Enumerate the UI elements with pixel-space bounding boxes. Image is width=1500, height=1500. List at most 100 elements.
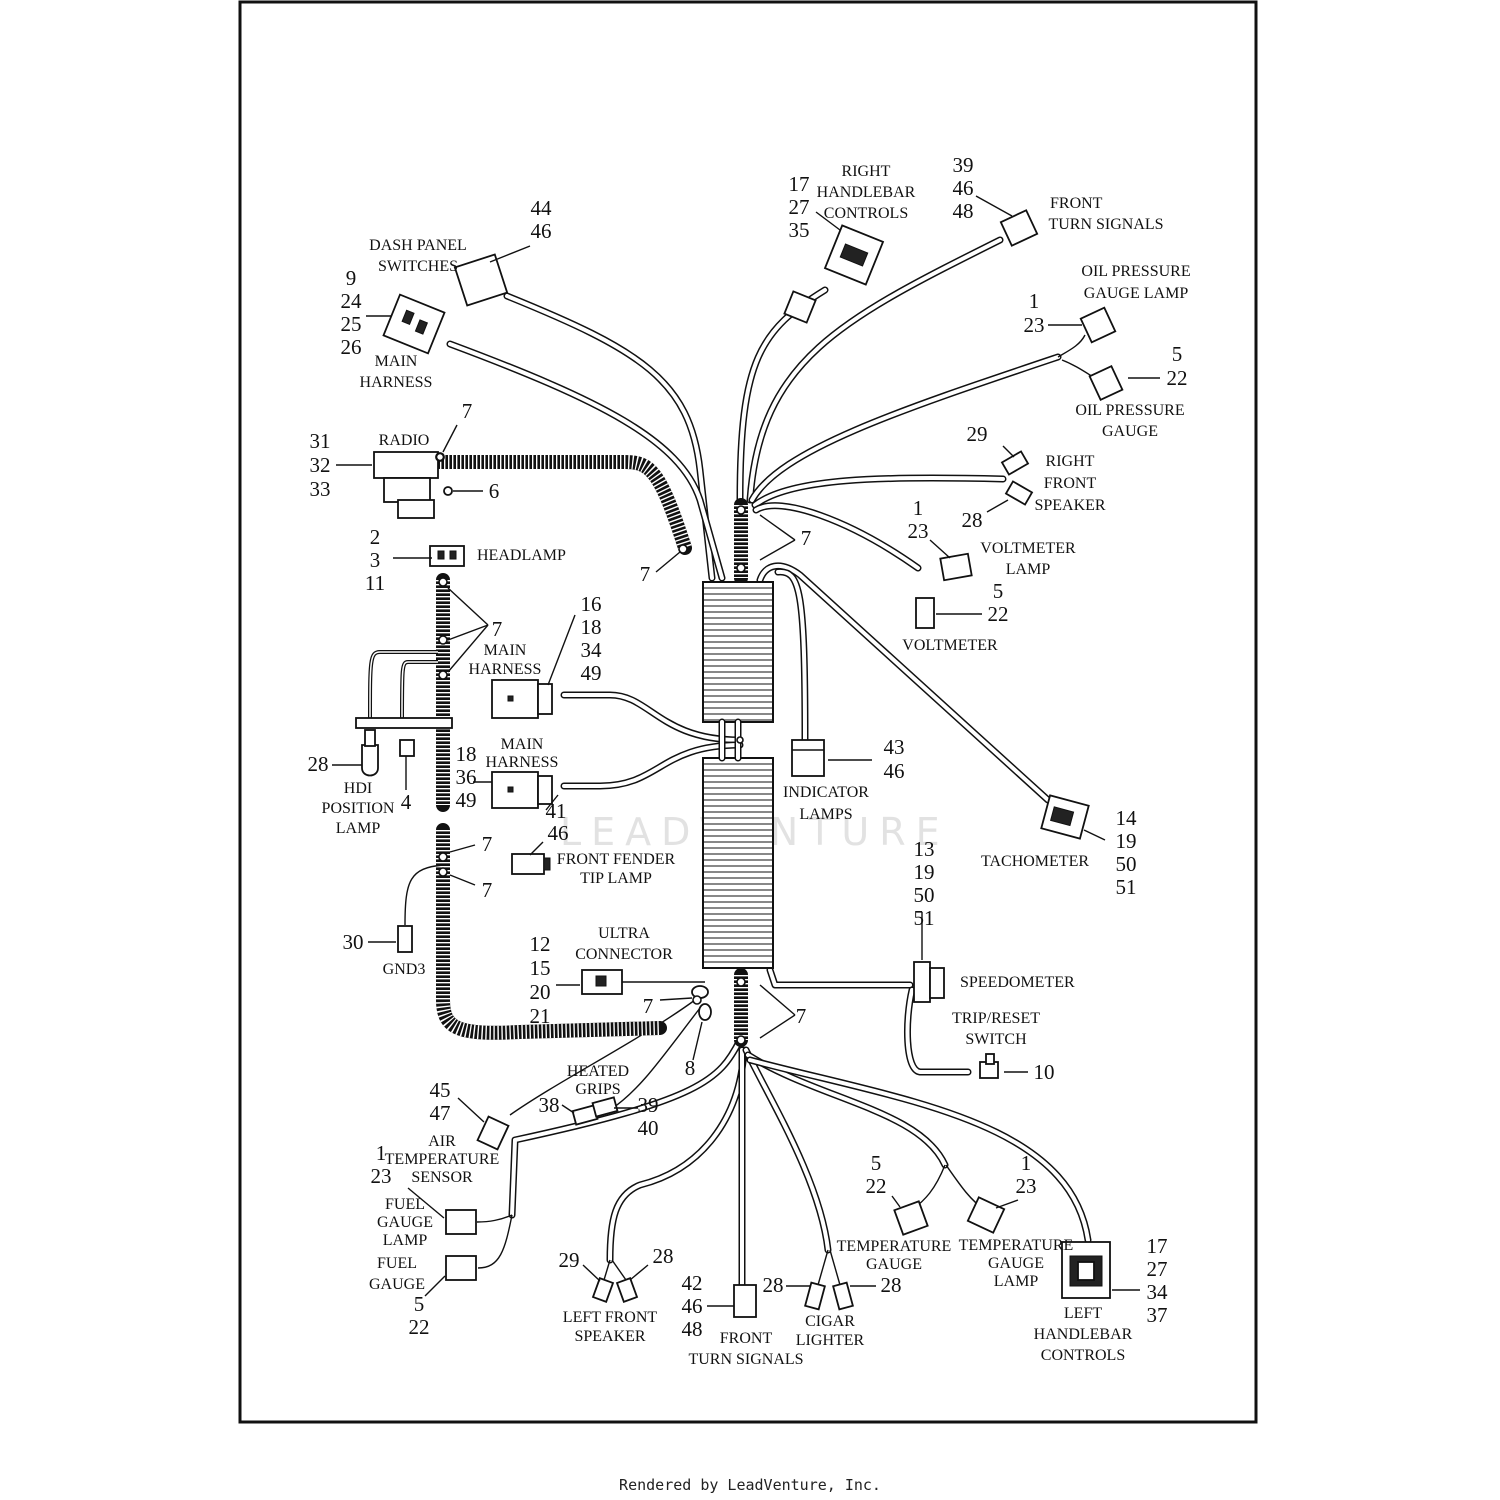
part-right-handlebar-connector xyxy=(783,224,885,324)
part-labels: DASH PANEL SWITCHES MAIN HARNESS RIGHT HANDLE… xyxy=(322,163,1191,1368)
label-ultra-0: ULTRA xyxy=(598,925,650,942)
callout-temp-lamp-1: 23 xyxy=(1016,1174,1037,1198)
label-fuel-lamp-0: FUEL xyxy=(385,1196,425,1213)
callout-tachometer-2: 50 xyxy=(1116,852,1137,876)
part-hdi-bracket xyxy=(355,650,453,777)
callout-air-temp-1: 47 xyxy=(430,1101,451,1125)
label-trip-1: SWITCH xyxy=(965,1031,1027,1048)
callout-dash-panel-1: 46 xyxy=(531,219,552,243)
callout-right-handlebar-2: 35 xyxy=(789,218,810,242)
part-oil-pressure-gauge xyxy=(1088,364,1124,402)
harness-clips xyxy=(435,452,746,1045)
callout-lower-clip-right-0: 7 xyxy=(796,1004,807,1028)
callout-ultra-0: 12 xyxy=(530,932,551,956)
callout-grips-right-1: 40 xyxy=(638,1116,659,1140)
callout-air-temp-0: 45 xyxy=(430,1078,451,1102)
part-headlamp xyxy=(429,545,465,567)
callout-main-harness-top-0: 9 xyxy=(346,266,357,290)
callout-volt-gauge-1: 22 xyxy=(988,602,1009,626)
callout-oil-gauge-1: 22 xyxy=(1167,366,1188,390)
label-temp-lamp-0: TEMPERATURE xyxy=(959,1237,1074,1254)
label-air-temp-0: AIR xyxy=(428,1133,456,1150)
callout-temp-lamp-0: 1 xyxy=(1021,1151,1032,1175)
callout-speedometer-1: 19 xyxy=(914,860,935,884)
part-temperature-gauge xyxy=(893,1200,929,1236)
label-right-speaker-1: FRONT xyxy=(1044,475,1097,492)
callout-grips-38-0: 38 xyxy=(539,1093,560,1117)
callout-fuel-lamp-0: 1 xyxy=(376,1141,387,1165)
label-left-handlebar-1: HANDLEBAR xyxy=(1034,1326,1133,1343)
part-fuel-gauge xyxy=(445,1255,477,1281)
callout-gnd3-30-0: 30 xyxy=(343,930,364,954)
callout-fender-41-0: 41 xyxy=(546,799,567,823)
label-headlamp-0: HEADLAMP xyxy=(477,547,566,564)
part-left-front-speaker xyxy=(591,1277,639,1303)
harness-wires xyxy=(446,236,1099,1289)
label-temp-lamp-1: GAUGE xyxy=(988,1255,1044,1272)
label-right-handlebar-2: CONTROLS xyxy=(824,205,908,222)
callout-ultra-1: 15 xyxy=(530,956,551,980)
label-left-speaker-0: LEFT FRONT xyxy=(563,1309,658,1326)
part-temperature-gauge-lamp xyxy=(966,1196,1006,1234)
callout-right-handlebar-0: 17 xyxy=(789,172,810,196)
callout-radio-left-1: 32 xyxy=(310,453,331,477)
label-temp-gauge-1: GAUGE xyxy=(866,1256,922,1273)
callout-left-spk-28-0: 28 xyxy=(653,1244,674,1268)
callout-headlamp-0: 2 xyxy=(370,525,381,549)
label-left-speaker-1: SPEAKER xyxy=(574,1328,645,1345)
callout-volt-gauge-0: 5 xyxy=(993,579,1004,603)
callout-clip-upper-right-0: 7 xyxy=(801,526,812,550)
callout-headlamp-1: 3 xyxy=(370,548,381,572)
part-left-handlebar-connector xyxy=(1061,1241,1111,1299)
part-trip-reset-switch xyxy=(979,1053,999,1079)
callout-hdi-4-0: 4 xyxy=(401,790,412,814)
part-speedometer xyxy=(913,961,945,1003)
callout-ultra-3: 21 xyxy=(530,1004,551,1028)
part-right-front-speaker xyxy=(1000,450,1034,506)
part-dash-panel-switches xyxy=(453,253,509,307)
label-right-handlebar-0: RIGHT xyxy=(842,163,891,180)
callout-volt-lamp-1: 23 xyxy=(908,519,929,543)
callout-fender-46-0: 46 xyxy=(548,821,569,845)
label-oil-lamp-0: OIL PRESSURE xyxy=(1081,263,1190,280)
part-radio xyxy=(373,451,453,519)
callout-oil-lamp-0: 1 xyxy=(1029,289,1040,313)
label-cigar-1: LIGHTER xyxy=(796,1332,865,1349)
callout-main-harness-top-3: 26 xyxy=(341,335,362,359)
leader-lines xyxy=(332,195,1160,1307)
callout-speedometer-0: 13 xyxy=(914,837,935,861)
label-right-speaker-2: SPEAKER xyxy=(1034,497,1105,514)
label-tachometer-0: TACHOMETER xyxy=(981,853,1089,870)
callout-trip-10-0: 10 xyxy=(1034,1060,1055,1084)
part-tachometer xyxy=(1040,794,1090,840)
callout-oil-lamp-1: 23 xyxy=(1024,313,1045,337)
callout-tachometer-1: 19 xyxy=(1116,829,1137,853)
callout-headlamp-2: 11 xyxy=(365,571,385,595)
callout-tachometer-3: 51 xyxy=(1116,875,1137,899)
callout-cigar-left-0: 28 xyxy=(763,1273,784,1297)
callout-clip-upper-left-0: 7 xyxy=(640,562,651,586)
label-right-handlebar-1: HANDLEBAR xyxy=(817,184,916,201)
label-dash-panel-0: DASH PANEL xyxy=(369,237,467,254)
label-indicator-0: INDICATOR xyxy=(783,784,869,801)
part-front-turn-bottom-connector xyxy=(733,1284,757,1318)
part-oil-pressure-lamp xyxy=(1079,306,1117,344)
callout-radio-six-0: 6 xyxy=(489,479,500,503)
callout-tachometer-0: 14 xyxy=(1116,806,1138,830)
callout-left-handlebar-2: 34 xyxy=(1147,1280,1169,1304)
label-fuel-gauge-0: FUEL xyxy=(377,1255,417,1272)
label-front-turn-top-0: FRONT xyxy=(1050,195,1103,212)
callout-volt-lamp-0: 1 xyxy=(913,496,924,520)
label-radio-0: RADIO xyxy=(379,432,430,449)
callout-headlamp-clip-0: 7 xyxy=(492,617,503,641)
callout-main-harness-mid-0: 16 xyxy=(581,592,602,616)
label-main-harness-mid-1: HARNESS xyxy=(469,661,542,678)
label-main-harness-top-0: MAIN xyxy=(375,353,418,370)
callout-main-harness-mid-1: 18 xyxy=(581,615,602,639)
label-main-harness-mid-0: MAIN xyxy=(484,642,527,659)
callout-fuel-lamp-1: 23 xyxy=(371,1164,392,1188)
label-dash-panel-1: SWITCHES xyxy=(378,258,458,275)
label-voltmeter-0: VOLTMETER xyxy=(902,637,998,654)
callout-radio-top-0: 7 xyxy=(462,399,473,423)
